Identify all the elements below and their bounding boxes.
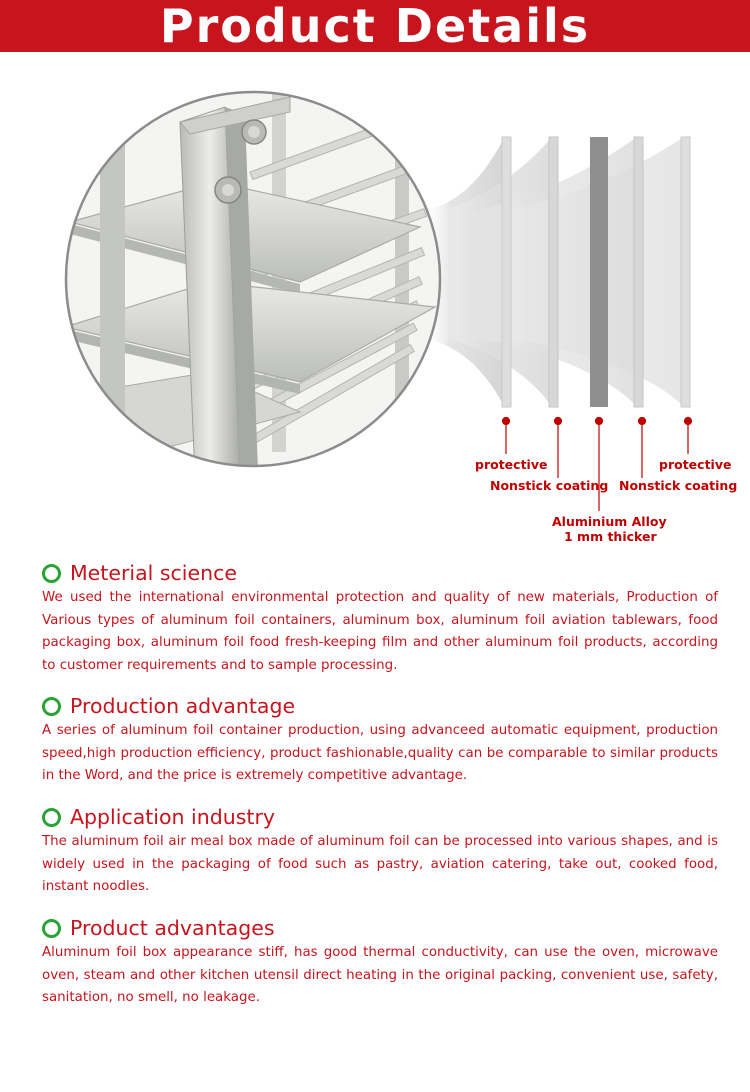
label-aluminium-alloy: Aluminium Alloy xyxy=(552,514,667,529)
section-production-advantage: Production advantage A series of aluminu… xyxy=(42,692,718,788)
section-title: Meterial science xyxy=(70,561,237,585)
layer-nonstick-left xyxy=(548,136,559,408)
label-nonstick-left: Nonstick coating xyxy=(490,478,609,493)
header-banner: Product Details xyxy=(0,0,750,53)
section-application-industry: Application industry The aluminum foil a… xyxy=(42,803,718,899)
section-title: Application industry xyxy=(70,805,276,829)
section-title: Production advantage xyxy=(70,694,296,718)
circle-bullet-icon xyxy=(42,563,61,583)
section-material-science: Meterial science We used the internation… xyxy=(42,559,718,677)
product-hero: protective Nonstick coating Aluminium Al… xyxy=(0,52,750,552)
label-alloy-thickness: 1 mm thicker xyxy=(564,529,657,544)
photo-frame xyxy=(64,90,442,468)
section-product-advantages: Product advantages Aluminum foil box app… xyxy=(42,914,718,1010)
page-title: Product Details xyxy=(159,0,591,53)
section-heading: Application industry xyxy=(42,803,718,831)
layer-nonstick-right xyxy=(633,136,644,408)
label-nonstick-right: Nonstick coating xyxy=(619,478,738,493)
circle-bullet-icon xyxy=(42,918,61,938)
section-body: Aluminum foil box appearance stiff, has … xyxy=(42,945,718,1005)
layer-diagram-graphic xyxy=(64,90,693,511)
section-body: The aluminum foil air meal box made of a… xyxy=(42,834,718,894)
label-protective-right: protective xyxy=(659,457,732,472)
rack-photo xyxy=(66,92,440,466)
layer-protective-left xyxy=(501,136,512,408)
section-body: A series of aluminum foil container prod… xyxy=(42,723,718,783)
section-title: Product advantages xyxy=(70,916,275,940)
layer-protective-right xyxy=(680,136,691,408)
circle-bullet-icon xyxy=(42,807,61,827)
section-heading: Meterial science xyxy=(42,559,718,587)
circle-bullet-icon xyxy=(42,696,61,716)
label-protective-left: protective xyxy=(475,457,548,472)
section-heading: Product advantages xyxy=(42,914,718,942)
label-pointers xyxy=(501,416,693,511)
section-body: We used the international environmental … xyxy=(42,590,718,673)
section-heading: Production advantage xyxy=(42,692,718,720)
layer-aluminium-core xyxy=(590,137,608,407)
